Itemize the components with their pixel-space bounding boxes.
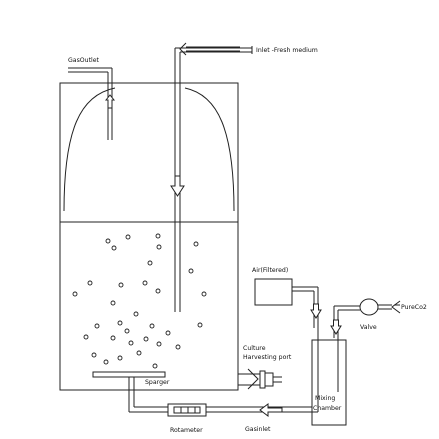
- label-rotameter: Rotameter: [170, 427, 203, 434]
- valve: [359, 298, 379, 316]
- label-harvesting-port: Harvesting port: [243, 354, 292, 361]
- label-sparger: Sparger: [145, 379, 170, 386]
- dome-curve-left: [63, 87, 116, 212]
- label-air-filtered: Air(Filtered): [252, 267, 288, 274]
- label-pure-co2: PureCo2: [401, 304, 427, 311]
- label-inlet-fresh-medium: Inlet -Fresh medium: [256, 47, 318, 54]
- gas-bubbles: [72, 233, 207, 369]
- reactor-vessel: [59, 82, 239, 391]
- harvesting-port: [238, 368, 282, 390]
- sparger: [92, 371, 166, 412]
- label-gas-outlet: GasOutlet: [68, 57, 100, 64]
- label-gas-inlet: Gasinlet: [245, 426, 271, 433]
- label-valve: Valve: [360, 324, 377, 331]
- rotameter: [167, 403, 207, 417]
- medium-inlet-pipe: [170, 42, 253, 312]
- co2-line: [330, 298, 401, 338]
- gas-inlet-line: [129, 392, 319, 417]
- gas-outlet-pipe: [68, 67, 116, 140]
- label-culture: Culture: [243, 345, 266, 352]
- mixing-chamber: [311, 328, 347, 426]
- air-filter-box: [254, 278, 322, 328]
- dome-curve-right: [184, 87, 235, 212]
- label-mixing: Mixing: [315, 395, 335, 402]
- label-chamber: Chamber: [313, 405, 342, 412]
